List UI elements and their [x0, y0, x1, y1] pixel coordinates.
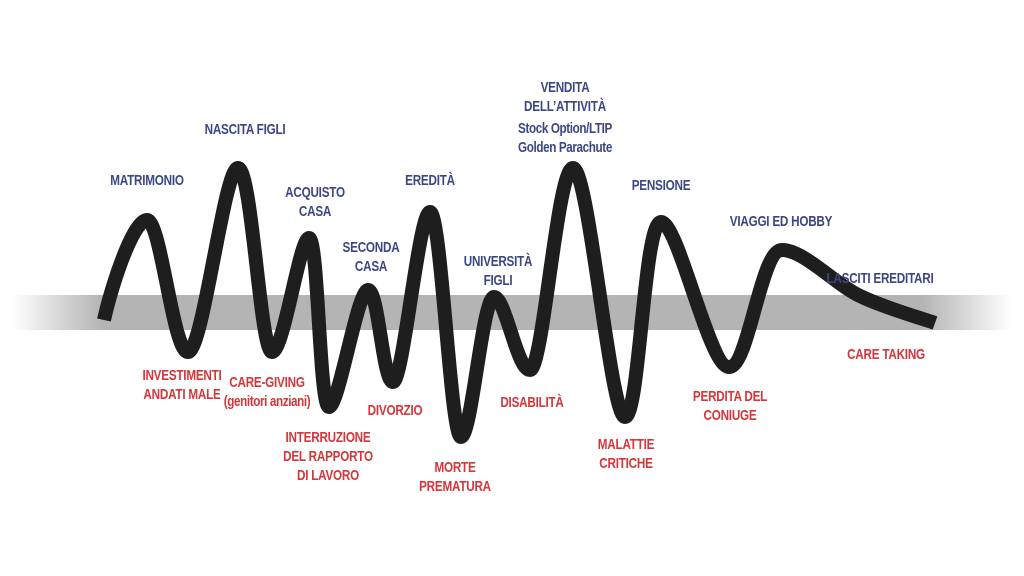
- label-line: Golden Parachute: [518, 139, 612, 156]
- label-line: CARE-GIVING: [229, 374, 305, 391]
- label-line: LASCITI EREDITARI: [826, 270, 934, 287]
- label-perdita-coniuge: PERDITA DEL CONIUGE: [693, 387, 767, 425]
- label-line: UNIVERSITÀ: [463, 253, 533, 270]
- label-line: INTERRUZIONE: [285, 429, 371, 446]
- label-universita-figli: UNIVERSITÀ FIGLI: [464, 252, 533, 290]
- label-eredita: EREDITÀ: [405, 171, 455, 190]
- label-divorzio: DIVORZIO: [368, 401, 423, 420]
- label-line: DEL RAPPORTO: [283, 448, 373, 465]
- label-line: INVESTIMENTI: [142, 367, 222, 384]
- label-line: DISABILITÀ: [500, 394, 564, 411]
- label-line: FIGLI: [483, 272, 513, 289]
- label-interruzione-lavoro: INTERRUZIONE DEL RAPPORTO DI LAVORO: [283, 428, 373, 485]
- label-line: SECONDA: [342, 239, 400, 256]
- label-acquisto-casa: ACQUISTO CASA: [285, 183, 345, 221]
- label-line: CONIUGE: [703, 407, 757, 424]
- label-line: Stock Option/LTIP: [518, 120, 612, 137]
- label-care-giving: CARE-GIVING (genitori anziani): [224, 373, 311, 411]
- label-care-taking: CARE TAKING: [847, 345, 925, 364]
- label-line: VIAGGI ED HOBBY: [729, 213, 833, 230]
- label-vendita-attivita: VENDITA DELL’ATTIVITÀ Stock Option/LTIP Gol…: [518, 78, 612, 157]
- label-line: (genitori anziani): [223, 393, 311, 410]
- label-line: NASCITA FIGLI: [204, 121, 286, 138]
- label-malattie-critiche: MALATTIE CRITICHE: [597, 435, 655, 473]
- wave-path: [97, 161, 938, 444]
- label-line: ACQUISTO: [285, 184, 345, 201]
- label-line: DI LAVORO: [296, 467, 360, 484]
- label-line: DELL’ATTIVITÀ: [524, 98, 606, 115]
- label-investimenti: INVESTIMENTI ANDATI MALE: [142, 366, 221, 404]
- label-nascita-figli: NASCITA FIGLI: [205, 120, 286, 139]
- label-disabilita: DISABILITÀ: [500, 393, 564, 412]
- label-seconda-casa: SECONDA CASA: [343, 238, 400, 276]
- label-line: CRITICHE: [599, 455, 653, 472]
- label-line: MORTE: [434, 459, 476, 476]
- label-lasciti-ereditari: LASCITI EREDITARI: [827, 269, 934, 288]
- label-morte-prematura: MORTE PREMATURA: [419, 458, 491, 496]
- label-line: MALATTIE: [597, 436, 655, 453]
- label-line: CARE TAKING: [847, 346, 925, 363]
- label-line: VENDITA: [540, 79, 590, 96]
- label-line: PREMATURA: [419, 478, 491, 495]
- label-pensione: PENSIONE: [632, 176, 691, 195]
- label-matrimonio: MATRIMONIO: [110, 171, 184, 190]
- label-line: PENSIONE: [631, 177, 691, 194]
- label-line: CASA: [298, 203, 332, 220]
- label-line: DIVORZIO: [367, 402, 423, 419]
- label-line: PERDITA DEL: [692, 388, 768, 405]
- label-viaggi-hobby: VIAGGI ED HOBBY: [729, 212, 833, 231]
- label-line: ANDATI MALE: [143, 386, 221, 403]
- label-line: EREDITÀ: [405, 172, 455, 189]
- label-line: MATRIMONIO: [110, 172, 184, 189]
- label-line: CASA: [354, 258, 388, 275]
